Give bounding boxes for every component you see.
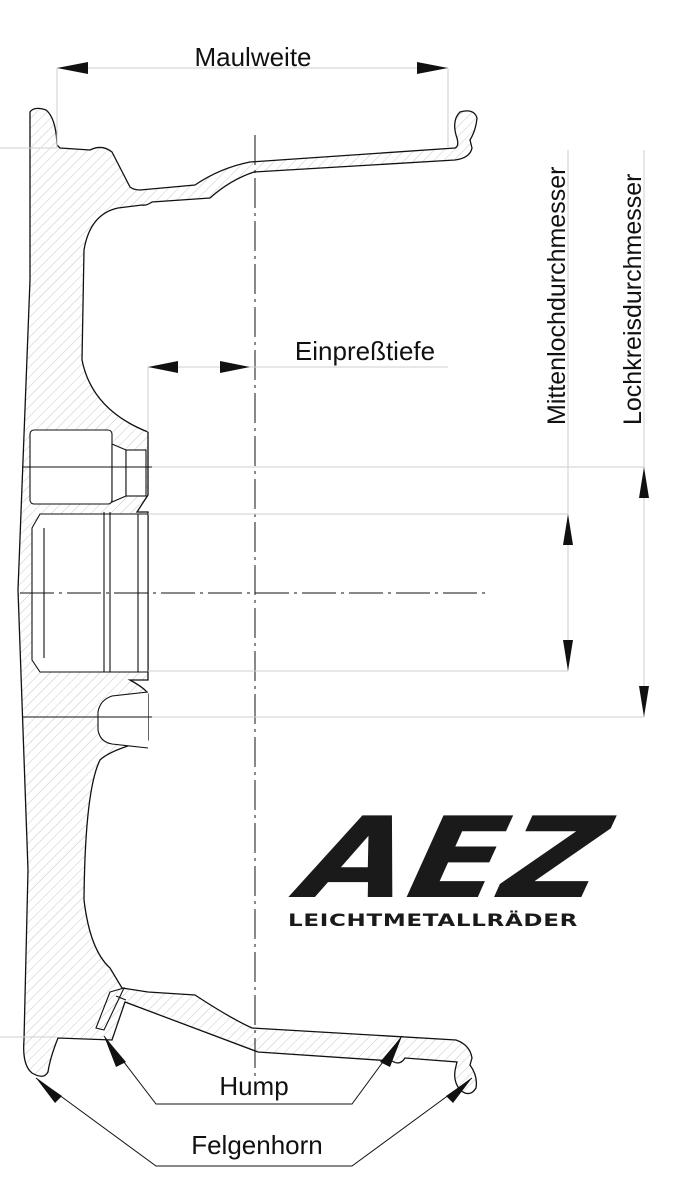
mittenlochdurchmesser-label: Mittenlochdurchmesser bbox=[543, 167, 571, 425]
dimension-lines bbox=[0, 67, 645, 1038]
center-lines bbox=[20, 135, 488, 1080]
leader-arrowheads bbox=[36, 1036, 472, 1103]
leader-lines bbox=[35, 1035, 473, 1167]
maulweite-label: Maulweite bbox=[194, 42, 311, 72]
felgenhorn-label: Felgenhorn bbox=[191, 1130, 323, 1160]
logo-subtitle: LEICHTMETALLRÄDER bbox=[288, 909, 578, 931]
logo-brand: AEZ bbox=[282, 793, 622, 924]
einpresstiefe-label: Einpreßtiefe bbox=[295, 336, 435, 366]
valve-seat bbox=[95, 987, 127, 1031]
lochkreisdurchmesser-label: Lochkreisdurchmesser bbox=[619, 174, 647, 426]
arrowheads bbox=[57, 62, 649, 717]
aez-logo: AEZ LEICHTMETALLRÄDER bbox=[282, 793, 622, 931]
hump-label: Hump bbox=[219, 1071, 288, 1101]
